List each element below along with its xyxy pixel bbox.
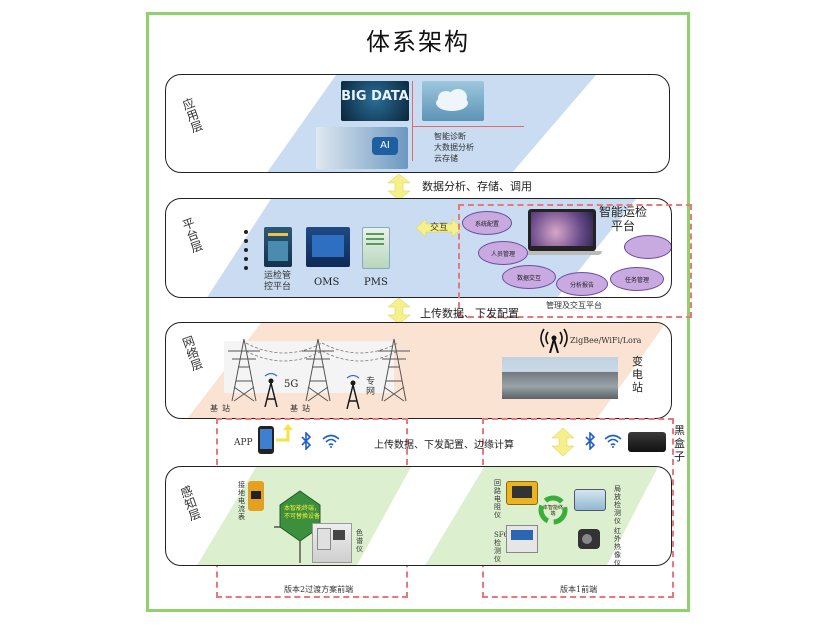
ai-text: AI [372,137,398,155]
power-lines [245,342,399,362]
inspection-platform-label: 运检管控平台 [264,271,292,292]
laptop-base [522,251,602,255]
base-station-label-2: 基站 [290,404,314,413]
hub-label: 本智能终端 [542,505,563,517]
platform-dashed-region [458,204,692,318]
fiveg-label: 5G [284,379,299,390]
smart-platform-title: 智能运检平台 [598,205,647,233]
chromatograph-image [312,523,352,563]
double-arrow-icon [552,428,574,456]
substation-label: 变电站 [632,355,643,394]
ellipse-system-config: 系统配置 [462,211,512,235]
interact-arrow-icon [416,218,462,238]
ellipsis-dots-icon [244,230,248,270]
ellipse-data-exchange: 数据交互 [502,265,556,289]
divider-vertical [412,81,413,161]
transmission-tower-icon [302,338,334,402]
big-data-text: BIG DATA [341,89,409,104]
cloud-image [422,81,484,121]
thermal-camera-label: 红外热像仪 [614,527,621,566]
antenna-icon [540,328,568,353]
ellipse-analysis-report: 分析报告 [556,272,608,296]
inspection-platform-image [264,227,292,267]
data-flow-label: 数据分析、存储、调用 [422,180,532,193]
bluetooth-icon [585,432,596,450]
double-arrow-icon [388,174,410,200]
management-caption: 管理及交互平台 [546,301,602,310]
application-functions: 智能诊断 大数据分析 云存储 [434,131,474,164]
ellipse-personnel: 人员管理 [478,241,528,265]
function-item: 云存储 [434,154,458,163]
partial-discharge-image [574,489,606,511]
wifi-icon [604,434,622,448]
perception-layer: 感知层 接地电流表 本智能终端，不可替换设备 色谱仪 回路电阻仪 SF6检测仪 … [165,466,672,566]
base-station-icon [264,373,278,407]
sf6-image [506,525,538,553]
left-version-caption: 版本2过渡方案前端 [284,585,354,594]
loop-resistance-image [506,481,538,505]
function-item: 智能诊断 [434,132,466,141]
function-item: 大数据分析 [434,143,474,152]
bluetooth-icon [301,432,312,450]
black-box-device [628,432,666,452]
ai-image: AI [316,127,408,169]
network-layer: 网络层 5G 专网 基站 基站 ZigBee/WiFi/Lora [165,322,672,419]
divider-horizontal [412,126,524,127]
right-version-caption: 版本1前端 [560,585,598,594]
black-box-label: 黑盒子 [674,424,685,463]
transmission-tower-icon [378,338,410,402]
center-node-label: 本智能终端，不可替换设备 [283,505,320,520]
tablet-icon [258,426,274,454]
pms-label: PMS [364,277,388,288]
base-station-label-1: 基站 [210,404,234,413]
laptop-image [528,209,596,251]
partial-discharge-label: 局放检测仪 [614,485,621,525]
clamp-meter-label: 接地电流表 [238,481,245,521]
transmission-tower-icon [228,338,260,402]
app-label: APP [234,438,253,448]
thermal-camera-image [578,529,600,549]
oms-label: OMS [314,277,340,288]
wifi-icon [322,434,340,448]
chromatograph-label: 色谱仪 [356,529,363,553]
page-title: 体系架构 [366,28,470,56]
application-layer: 应用层 BIG DATA AI 智能诊断 大数据分析 云存储 [165,74,670,173]
application-band [267,75,596,172]
outer-frame [146,12,690,612]
big-data-image: BIG DATA [341,81,409,121]
oms-image [306,227,350,267]
upload-label-1: 上传数据、下发配置 [420,307,519,320]
platform-layer: 平台层 运检管控平台 OMS PMS 交互 智能运检平台 系统配置 人员管理 数… [165,198,672,298]
loop-resistance-label: 回路电阻仪 [494,479,501,519]
double-arrow-icon [388,298,410,324]
ellipse-task-management: 任务管理 [610,267,664,291]
upload-label-2: 上传数据、下发配置、边缘计算 [374,440,514,451]
ellipse-blank [624,235,671,259]
recycle-icon [538,495,568,525]
pms-image [362,227,390,269]
private-net-label: 专网 [366,377,376,397]
connector-arrow-icon [276,424,293,442]
interact-label: 交互 [430,223,449,233]
cloud-icon [436,89,468,111]
protocols-label: ZigBee/WiFi/Lora [570,336,642,345]
sf6-label: SF6检测仪 [494,531,509,563]
substation-image [502,357,618,399]
base-station-icon [346,375,360,409]
clamp-meter-icon [248,481,264,511]
